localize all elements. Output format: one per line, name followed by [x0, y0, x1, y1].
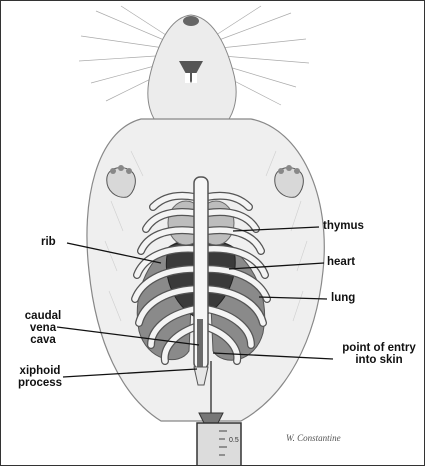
label-point-of-entry: point of entry into skin [334, 342, 424, 366]
label-xiphoid-process: xiphoid process [11, 365, 69, 389]
syringe-scale-text: 0.5 [229, 437, 239, 444]
artist-signature: W. Constantine [286, 433, 341, 443]
mouse-head [148, 15, 236, 133]
label-lung: lung [331, 292, 355, 304]
label-thymus: thymus [323, 220, 364, 232]
label-caudal-vena-cava: caudal vena cava [19, 310, 67, 346]
label-rib: rib [41, 236, 56, 248]
nose [183, 16, 199, 26]
label-heart: heart [327, 256, 355, 268]
